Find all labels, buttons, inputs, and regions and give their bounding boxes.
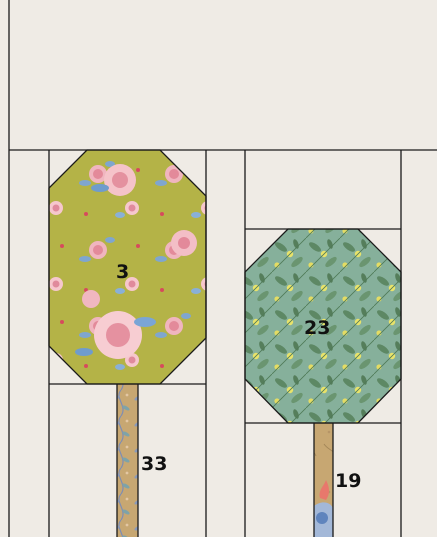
piece-number-3: 3 bbox=[116, 261, 129, 283]
stem-piece-33 bbox=[117, 384, 138, 537]
piece-number-23: 23 bbox=[304, 317, 330, 339]
piece-number-19: 19 bbox=[335, 470, 361, 492]
piece-number-33: 33 bbox=[141, 453, 167, 475]
